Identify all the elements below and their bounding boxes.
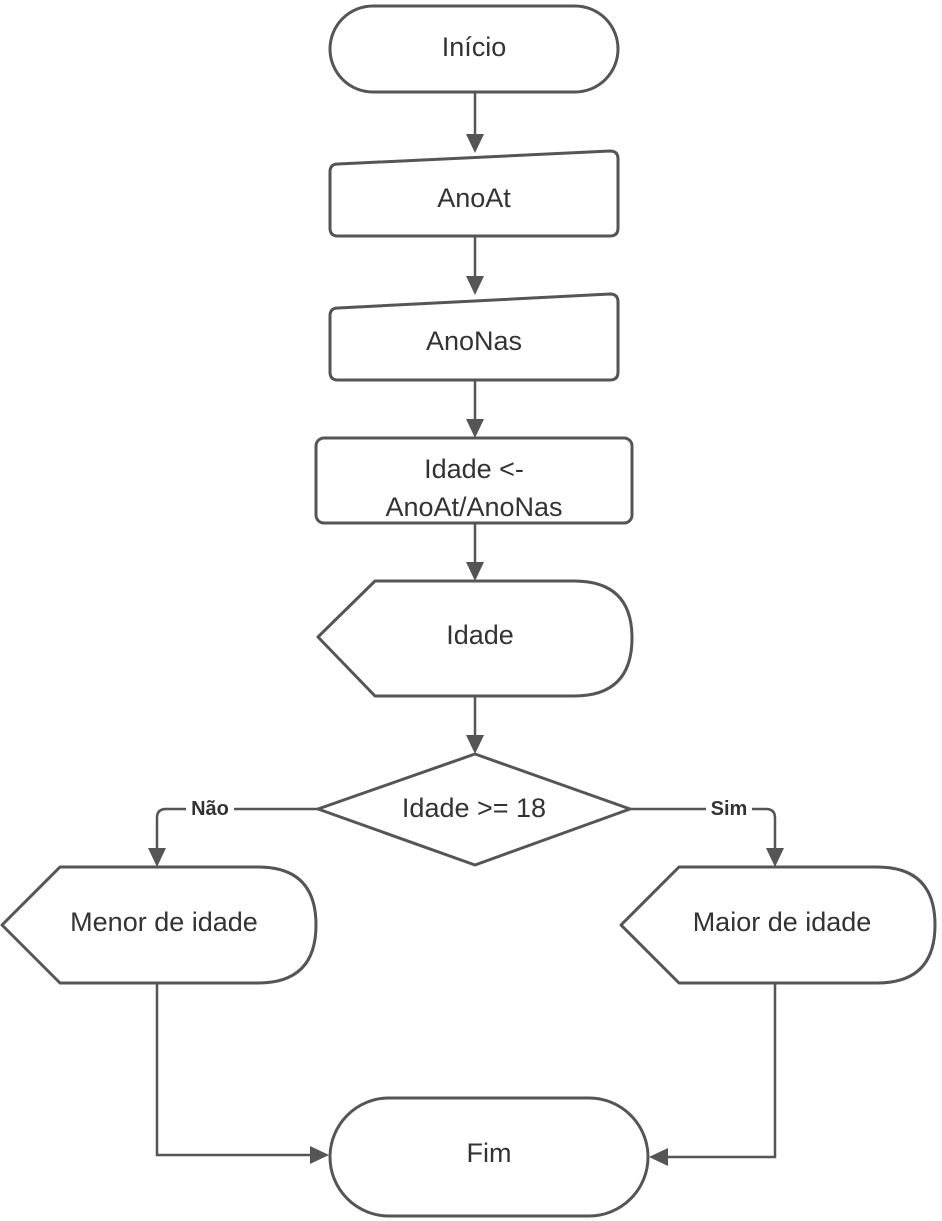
process-idade-label-line1: Idade <- — [424, 454, 524, 484]
edge-label-no-text: Não — [191, 798, 229, 820]
input-ano-nascimento-node: AnoNas — [328, 292, 620, 382]
display-idade-node: Idade — [316, 579, 634, 698]
edge-label-yes-text: Sim — [711, 798, 748, 820]
decision-label: Idade >= 18 — [402, 793, 546, 823]
start-node: Início — [328, 4, 620, 94]
connectors — [148, 92, 784, 1166]
process-idade-label-line2: AnoAt/AnoNas — [385, 492, 562, 522]
display-maior-label: Maior de idade — [693, 907, 872, 937]
edge-decision-to-menor — [155, 807, 318, 850]
arrowhead-anonas — [466, 276, 484, 295]
input-ano-atual-node: AnoAt — [328, 149, 620, 238]
start-node-label: Início — [442, 32, 507, 62]
edge-maior-to-fim — [666, 983, 777, 1159]
process-idade-node: Idade <- AnoAt/AnoNas — [314, 436, 634, 525]
edge-label-yes: Sim — [706, 797, 752, 821]
decision-node: Idade >= 18 — [316, 752, 632, 867]
edge-decision-to-maior — [630, 807, 777, 850]
arrowhead-anoat — [466, 134, 484, 153]
end-node: Fim — [328, 1096, 650, 1218]
display-menor-node: Menor de idade — [0, 865, 318, 985]
arrowhead-display — [466, 562, 484, 581]
display-maior-node: Maior de idade — [619, 865, 937, 985]
display-idade-label: Idade — [446, 620, 514, 650]
arrowhead-fim-right — [649, 1148, 668, 1166]
end-node-label: Fim — [467, 1138, 512, 1168]
input-ano-atual-label: AnoAt — [437, 183, 511, 213]
display-menor-label: Menor de idade — [70, 907, 258, 937]
edge-label-no: Não — [186, 797, 234, 821]
arrowhead-fim-left — [310, 1146, 329, 1164]
arrowhead-process — [466, 419, 484, 438]
edge-menor-to-fim — [155, 983, 312, 1157]
arrowhead-menor — [148, 848, 166, 867]
arrowhead-decision — [466, 735, 484, 754]
input-ano-nascimento-label: AnoNas — [426, 326, 522, 356]
arrowhead-maior — [766, 848, 784, 867]
